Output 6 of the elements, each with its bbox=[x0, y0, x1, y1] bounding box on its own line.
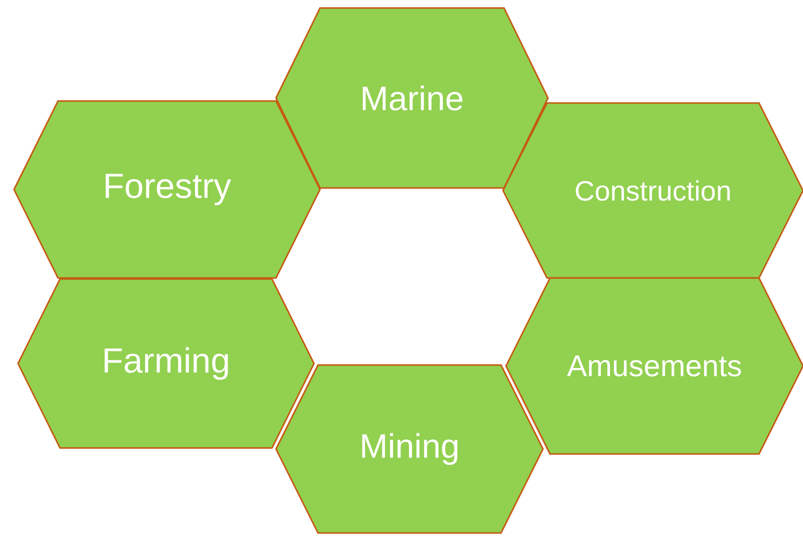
hexagon: Farming bbox=[17, 278, 315, 449]
hexagon: Marine bbox=[275, 7, 549, 189]
hexagon: Mining bbox=[275, 364, 544, 534]
hexagon: Amusements bbox=[505, 277, 803, 455]
hexagon: Forestry bbox=[13, 100, 321, 279]
hexagon: Construction bbox=[502, 102, 803, 279]
